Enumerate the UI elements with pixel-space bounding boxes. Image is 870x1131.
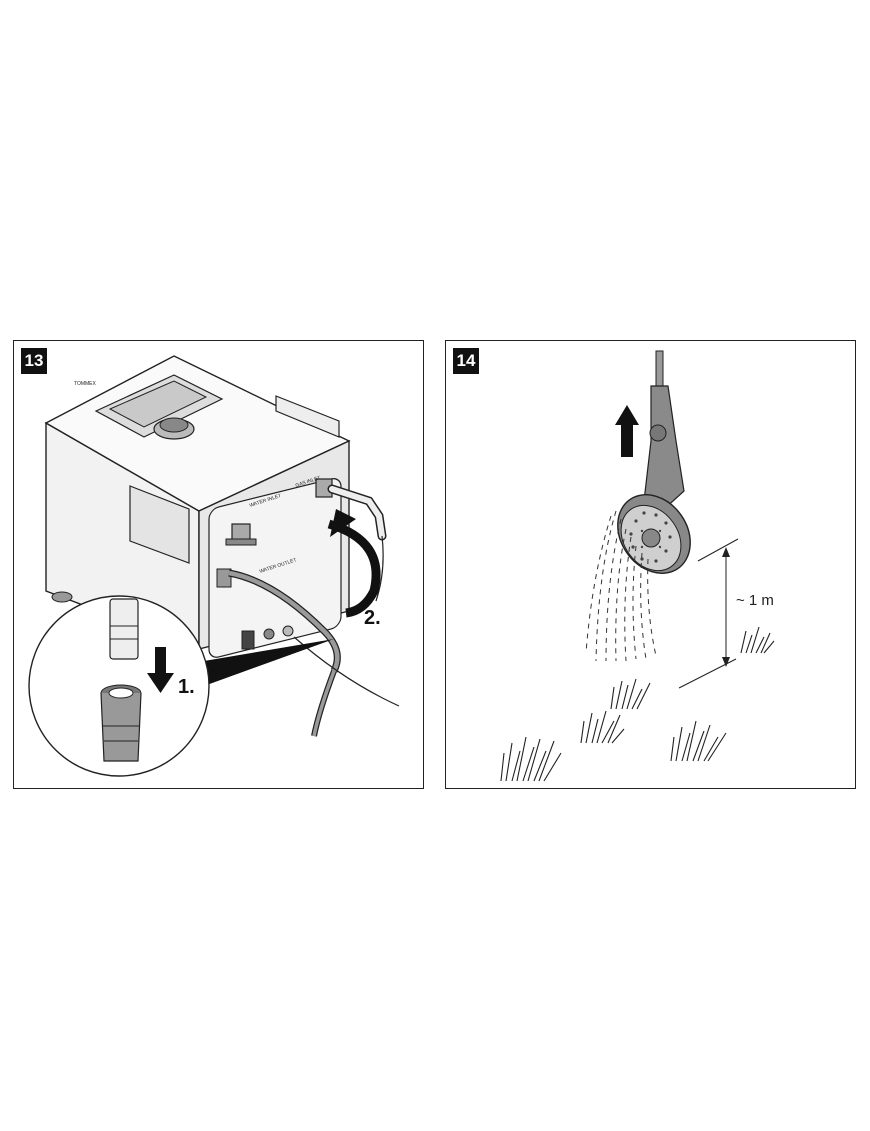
water-heater-illustration: TOMMEX WATER INLET GAS INLET WATER OUTLE… [28,355,400,777]
height-label: ~ 1 m [736,592,774,609]
step-one-label: 1. [178,676,195,698]
step-number-badge: 14 [453,348,479,374]
brand-label: TOMMEX [74,381,97,387]
arrow-down-icon [147,647,174,693]
step-number-badge: 13 [21,348,47,374]
grass-illustration [500,626,775,782]
step-two-label: 2. [364,607,381,629]
curved-arrow-icon [327,509,381,618]
shower-head-illustration: ~ 1 m [500,350,775,782]
step-14-panel: 14 [445,340,856,789]
step-13-panel: 13 TOMMEX WATER INLET GAS INLET [13,340,424,789]
arrow-up-icon [615,405,639,457]
